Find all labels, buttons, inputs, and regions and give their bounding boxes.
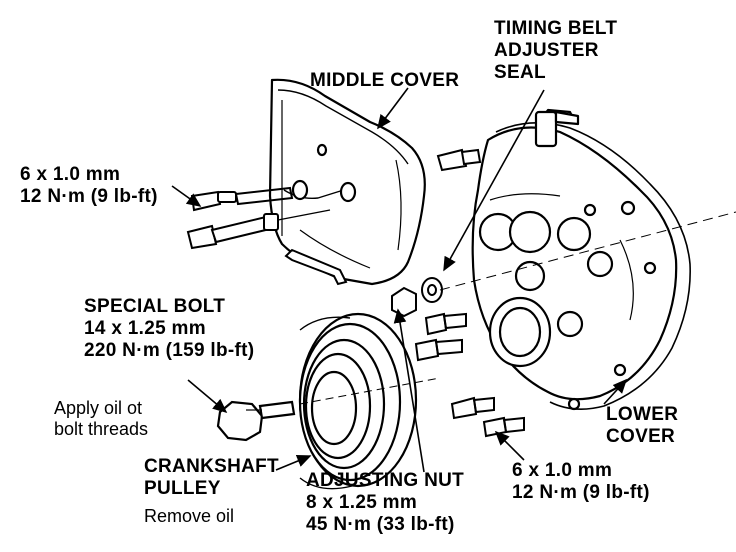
adjuster-parts xyxy=(391,277,525,438)
special-bolt-part xyxy=(216,400,296,442)
timing-belt-seal-label: TIMING BELT ADJUSTER SEAL xyxy=(494,18,618,83)
special-bolt-label: SPECIAL BOLT 14 x 1.25 mm 220 N·m (159 l… xyxy=(84,296,255,361)
apply-oil-note: Apply oil ot bolt threads xyxy=(54,398,149,439)
middle-cover-label: MIDDLE COVER xyxy=(310,70,460,91)
upper-bolt-spec-label: 6 x 1.0 mm 12 N·m (9 lb-ft) xyxy=(20,164,158,207)
remove-oil-note: Remove oil xyxy=(144,506,235,526)
adjusting-nut-label: ADJUSTING NUT 8 x 1.25 mm 45 N·m (33 lb-… xyxy=(306,470,465,535)
lower-cover-label: LOWER COVER xyxy=(606,404,679,447)
crankshaft-pulley-part xyxy=(298,312,418,490)
lower-cover-part xyxy=(471,108,691,411)
lower-bolt-spec-label: 6 x 1.0 mm 12 N·m (9 lb-ft) xyxy=(512,460,650,503)
crankshaft-pulley-label: CRANKSHAFT PULLEY xyxy=(144,456,279,499)
leader-lines xyxy=(171,87,628,473)
middle-cover-part xyxy=(268,78,426,286)
upper-bolts xyxy=(186,148,482,250)
cover-clip-part xyxy=(284,248,348,286)
